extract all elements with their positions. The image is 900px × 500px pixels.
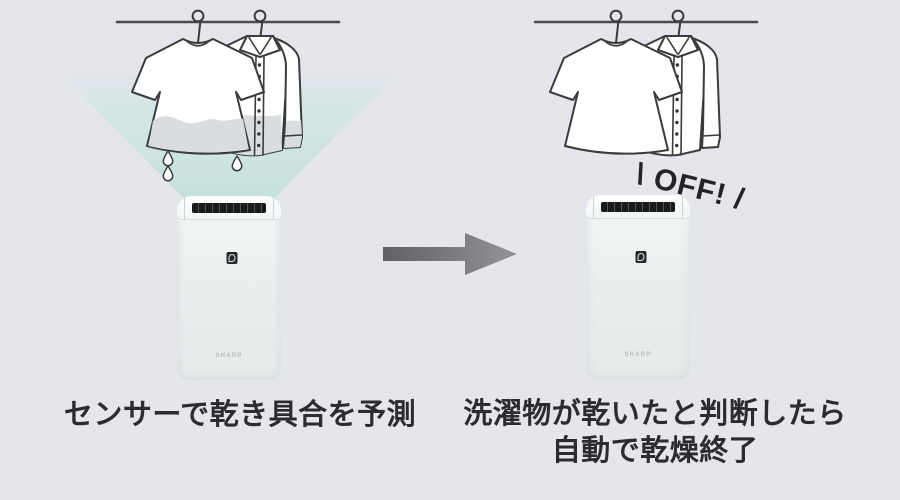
device-top-cap — [586, 195, 690, 219]
wet-clothes-illustration — [115, 9, 341, 182]
before-caption: センサーで乾き具合を予測 — [63, 399, 417, 431]
air-vent-icon — [191, 203, 267, 213]
after-caption: 洗濯物が乾いたと判断したら 自動で乾燥終了 — [455, 396, 855, 470]
plasmacluster-badge-icon — [635, 251, 647, 263]
water-drop-icon — [162, 150, 243, 182]
air-vent-icon — [600, 202, 676, 212]
brand-logo: SHARP — [215, 353, 243, 359]
wet-patch — [284, 120, 302, 148]
after-caption-line1: 洗濯物が乾いたと判断したら — [463, 398, 847, 430]
tshirt-icon — [131, 38, 265, 155]
dry-clothes-illustration — [533, 9, 759, 157]
brand-logo: SHARP — [624, 352, 652, 358]
dehumidifier: SHARP — [177, 196, 281, 380]
tshirt-icon — [549, 38, 683, 155]
device-top-cap — [177, 196, 281, 220]
right-arrow-icon — [383, 233, 517, 275]
plasmacluster-badge-icon — [226, 252, 238, 264]
wet-patch — [148, 116, 249, 153]
dehumidifier: SHARP — [586, 195, 690, 379]
after-caption-line2: 自動で乾燥終了 — [551, 435, 759, 467]
